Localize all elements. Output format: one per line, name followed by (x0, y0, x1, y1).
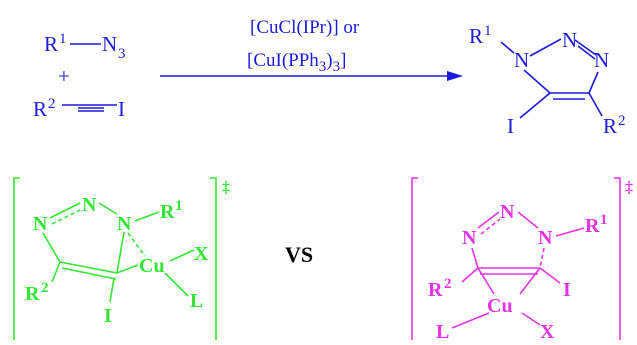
alkyne-r: R (33, 97, 47, 121)
right-r1: R (585, 215, 600, 237)
alkyne-triple-bond (62, 104, 117, 112)
left-n-left: N (33, 213, 48, 235)
azide-r: R (44, 32, 58, 56)
right-n-left: N (462, 227, 477, 249)
condition-line-1: [CuCl(IPr)] or (250, 17, 360, 38)
right-r2-superscript: 2 (444, 276, 452, 292)
left-r2-superscript: 2 (41, 280, 49, 296)
azide-r-superscript: 1 (59, 31, 67, 47)
left-atoms: N N N R 1 X Cu R 2 L I (25, 194, 209, 327)
product-n-right: N (594, 48, 609, 72)
left-r1-superscript: 1 (175, 198, 183, 214)
alkyne-r-superscript: 2 (48, 96, 56, 112)
left-n-mid: N (82, 194, 97, 216)
left-iodine: I (104, 305, 112, 327)
right-double-dagger: ‡ (625, 179, 633, 196)
product-r1-superscript: 1 (484, 23, 492, 39)
right-r1-superscript: 1 (600, 212, 608, 228)
left-bonds (42, 202, 195, 303)
right-atoms: N N N R 1 R 2 I Cu L X (428, 201, 608, 343)
product-r2: R (603, 114, 617, 138)
right-iodine: I (563, 279, 571, 301)
reaction-conditions: [CuCl(IPr)] or [CuI(PPh3)3] (247, 17, 360, 75)
left-double-dagger: ‡ (222, 179, 230, 196)
triazole-product: R 1 N N N I R 2 (469, 23, 626, 138)
product-iodine: I (507, 114, 514, 138)
alkyne-reactant: R 2 I (33, 96, 125, 121)
azide-n-subscript: 3 (118, 46, 126, 62)
left-r2: R (25, 283, 40, 305)
triazole-bonds (500, 38, 603, 119)
azide-reactant: R 1 N 3 (44, 31, 126, 62)
alkyne-iodine: I (118, 97, 125, 121)
left-cu: Cu (139, 255, 165, 277)
left-r1: R (160, 201, 175, 223)
reaction-row: R 1 N 3 + R 2 I [CuCl(IPr)] or [CuI(PPh3… (33, 17, 626, 138)
product-n-top: N (562, 28, 577, 52)
right-x: X (540, 321, 555, 343)
reaction-arrow (160, 71, 463, 81)
right-n-right: N (538, 227, 553, 249)
right-l: L (436, 321, 449, 343)
versus-label: VS (285, 242, 313, 267)
right-r2: R (428, 279, 443, 301)
product-n1: N (514, 48, 529, 72)
right-brackets (411, 177, 621, 340)
left-brackets (13, 177, 217, 340)
right-n-mid: N (500, 201, 515, 223)
plus-sign: + (58, 64, 70, 88)
transition-state-left: ‡ N N N R 1 X Cu R 2 L I (13, 177, 230, 340)
left-x: X (194, 243, 209, 265)
condition-line-2: [CuI(PPh3)3] (247, 50, 346, 75)
left-l: L (190, 290, 203, 312)
transition-state-right: ‡ N N N R 1 R 2 I Cu L X (411, 177, 633, 343)
product-r2-superscript: 2 (618, 113, 626, 129)
product-r1: R (469, 24, 483, 48)
left-n-right: N (117, 213, 132, 235)
azide-n: N (102, 32, 117, 56)
right-bonds (451, 211, 585, 329)
right-cu: Cu (487, 295, 513, 317)
